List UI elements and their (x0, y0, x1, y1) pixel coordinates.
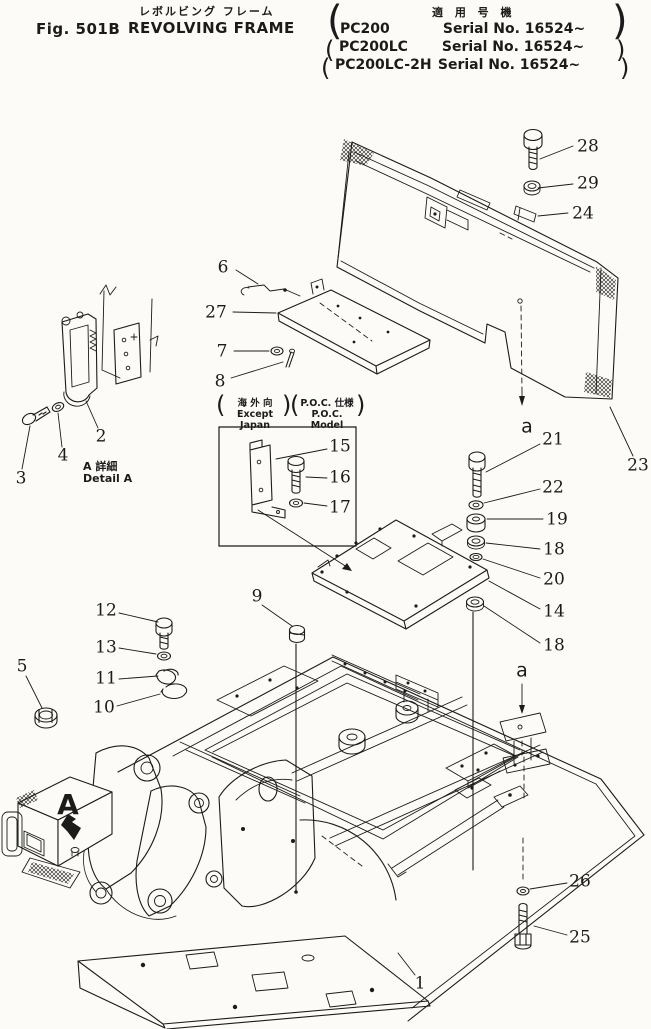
callout-29: 29 (577, 174, 599, 194)
callout-12: 12 (95, 601, 117, 621)
callout-19: 19 (546, 510, 568, 530)
figure-title-japanese: レボルビング フレーム (139, 5, 275, 18)
callout-8: 8 (215, 372, 226, 392)
callout-16: 16 (329, 468, 351, 488)
callout-18: 18 (543, 636, 565, 656)
paren-open-1: ( (327, 0, 343, 44)
callout-22: 22 (542, 478, 564, 498)
paren-close-3: ) (620, 54, 630, 82)
storage-box (2, 777, 112, 888)
callout-15: 15 (329, 437, 351, 457)
paren-close-2: ) (616, 36, 626, 64)
right-bracket-section-a (500, 684, 550, 883)
hatch-right-top (596, 266, 616, 300)
callout-5: 5 (17, 657, 28, 677)
callout-17: 17 (329, 498, 351, 518)
paren-close-v1: ) (282, 391, 292, 419)
leader-lines (22, 146, 633, 975)
detail-a-arrow (61, 814, 81, 840)
paren-open-v1: ( (216, 391, 226, 419)
model-name: PC200 (340, 21, 390, 37)
model-serial: Serial No. 16524~ (442, 21, 586, 37)
variant-left: 海 外 向 Except Japan (226, 398, 284, 431)
variant-left-jp: 海 外 向 (237, 398, 273, 409)
callout-13: 13 (95, 638, 117, 658)
model-serial: Serial No. 16524~ (441, 39, 585, 55)
variant-right-jp: P.O.C. 仕様 (300, 398, 354, 409)
paren-open-3: ( (321, 54, 331, 82)
model-name: PC200LC-2H (335, 57, 432, 73)
model-row-3: PC200LC-2H Serial No. 16524~ (335, 57, 580, 73)
callout-27: 27 (205, 303, 227, 323)
plate-14-group (312, 452, 489, 870)
hatch-right-bottom (584, 372, 612, 398)
callout-23: 23 (627, 456, 649, 476)
callout-24: 24 (572, 204, 594, 224)
callout-10: 10 (93, 698, 115, 718)
callout-21: 21 (542, 430, 564, 450)
hatch-box-top (16, 790, 38, 808)
callout-11: 11 (95, 669, 117, 689)
section-markers: a aA (57, 416, 533, 822)
paren-open-2: ( (325, 36, 335, 64)
main-frame (78, 655, 644, 1029)
section-line-a-top (518, 299, 525, 406)
callout-labels: 2829242362778151617212219182014181213111… (16, 137, 649, 994)
variant-right: P.O.C. 仕様 P.O.C. Model (298, 398, 356, 431)
hatch-box-flap (28, 862, 74, 884)
paren-open-v2: ( (290, 391, 300, 419)
callout-4: 4 (58, 446, 69, 466)
model-row-1: PC200 Serial No. 16524~ (340, 21, 585, 37)
callout-28: 28 (577, 137, 599, 157)
bolt-28-nut-29 (524, 130, 542, 196)
latch-detail-group (20, 285, 158, 427)
cover-part-23 (337, 139, 618, 399)
callout-6: 6 (218, 258, 229, 278)
section-marker-A: A (57, 788, 79, 821)
paren-close-1: ) (612, 0, 628, 44)
detail-a-japanese: A 詳細 (83, 460, 118, 473)
paren-close-v2: ) (356, 391, 366, 419)
callout-18: 18 (543, 540, 565, 560)
section-marker-a: a (516, 660, 528, 682)
detail-a-note: A 詳細 Detail A (83, 461, 132, 485)
section-marker-a: a (521, 416, 533, 438)
model-name: PC200LC (339, 39, 408, 55)
plate-27-group (241, 279, 430, 374)
callout-20: 20 (543, 570, 565, 590)
variant-right-en: P.O.C. Model (310, 409, 344, 431)
model-row-2: PC200LC Serial No. 16524~ (339, 39, 584, 55)
applicability-heading: 適 用 号 機 (432, 6, 516, 19)
callout-14: 14 (543, 602, 565, 622)
bottom-hardware (515, 887, 531, 949)
small-parts-left (35, 618, 305, 894)
callout-1: 1 (415, 974, 426, 994)
hatch-top-left (340, 139, 374, 166)
variant-left-en: Except Japan (236, 409, 274, 431)
callout-7: 7 (217, 342, 228, 362)
callout-9: 9 (252, 587, 263, 607)
callout-26: 26 (569, 872, 591, 892)
callout-25: 25 (569, 928, 591, 948)
model-serial: Serial No. 16524~ (437, 57, 581, 73)
callout-3: 3 (16, 469, 27, 489)
callout-2: 2 (96, 427, 107, 447)
figure-title-english: REVOLVING FRAME (128, 19, 295, 37)
detail-a-english: Detail A (83, 472, 133, 485)
figure-number: Fig. 501B (36, 20, 121, 38)
